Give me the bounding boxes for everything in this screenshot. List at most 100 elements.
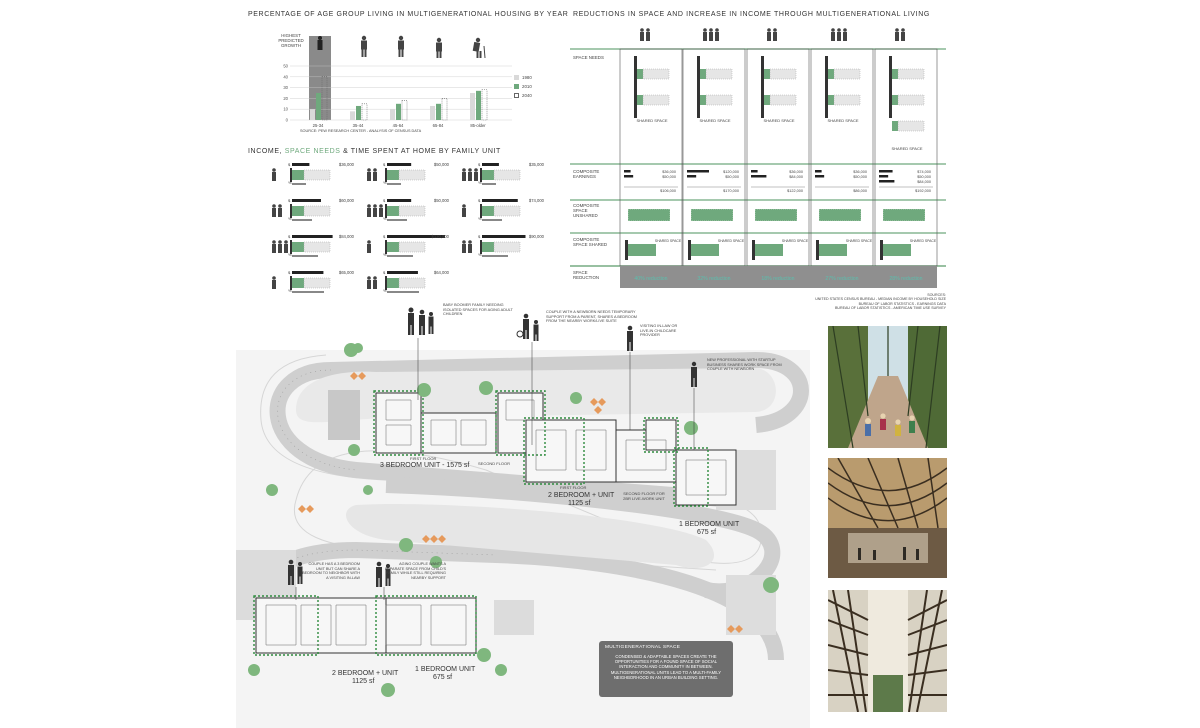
annotation-figures-icon xyxy=(288,307,697,587)
age-bar-2010 xyxy=(316,93,321,120)
dollar-mark: $ xyxy=(383,162,386,167)
age-bar-2010 xyxy=(476,90,481,120)
percent-mark: % xyxy=(383,288,387,293)
space-need-empty xyxy=(493,169,521,181)
space-need-empty xyxy=(303,277,331,289)
income-unit: $%$60,000 xyxy=(272,198,355,221)
income-bar xyxy=(292,271,324,274)
info-box: MULTIGENERATIONAL SPACE CONDENSED & ADAP… xyxy=(599,641,733,697)
label-2bed-unit-a-sf: 1125 sf xyxy=(568,500,591,507)
dollar-mark: $ xyxy=(383,234,386,239)
wall-mark xyxy=(290,240,292,254)
space-empty xyxy=(897,68,925,80)
percent-mark: % xyxy=(288,252,292,257)
earnings-value: $74,000 xyxy=(917,170,931,174)
income-unit: $%$120,000 xyxy=(367,234,450,257)
annotation-couple-newborn: COUPLE WITH A NEWBORN NEEDS TEMPORARY SU… xyxy=(546,310,637,324)
age-ytick-label: 0 xyxy=(286,118,289,123)
family-icon xyxy=(272,168,276,181)
space-need-empty xyxy=(493,205,521,217)
shared-block xyxy=(691,244,719,256)
age-ytick-label: 30 xyxy=(283,85,288,90)
family-icon xyxy=(272,276,276,289)
space-empty xyxy=(833,94,861,106)
annotation-new-professional: NEW PROFESSIONAL WITH STARTUP BUSINESS S… xyxy=(707,358,782,372)
label-2bed-unit-b-sf: 1125 sf xyxy=(352,678,375,685)
wall-mark xyxy=(480,204,482,218)
dollar-mark: $ xyxy=(383,198,386,203)
shared-space-mini-label: SHARED SPACE xyxy=(846,239,873,243)
earnings-bar xyxy=(624,175,634,178)
earnings-bar xyxy=(879,180,895,183)
space-fill xyxy=(637,95,643,105)
wall-mark xyxy=(385,240,387,254)
label-3bed-unit: 3 BEDROOM UNIT - 1575 sf xyxy=(380,462,470,469)
age-bar-1980 xyxy=(350,111,355,120)
seating-clusters xyxy=(298,372,743,633)
age-ytick-label: 40 xyxy=(283,74,288,79)
age-category-label: 35-44 xyxy=(353,123,364,128)
income-value: $36,000 xyxy=(339,162,355,167)
shared-wall xyxy=(625,240,628,260)
age-ytick-label: 50 xyxy=(283,64,288,69)
earnings-total: $170,000 xyxy=(723,189,739,193)
space-need-fill xyxy=(387,242,399,252)
family-icon xyxy=(462,204,466,217)
income-value: $74,000 xyxy=(529,198,545,203)
income-unit: $%$50,000 xyxy=(367,162,450,185)
percent-mark: % xyxy=(288,216,292,221)
family-icon xyxy=(367,168,377,181)
income-unit: $%$64,000 xyxy=(367,270,450,293)
dollar-mark: $ xyxy=(383,270,386,275)
space-fill xyxy=(828,95,834,105)
family-icon xyxy=(367,240,371,253)
label-second-floor-a: SECOND FLOOR xyxy=(478,461,511,466)
label-1bed-unit-b: 1 BEDROOM UNIT xyxy=(415,666,476,673)
unshared-block xyxy=(691,209,733,221)
percent-mark: % xyxy=(478,216,482,221)
shared-wall xyxy=(752,240,755,260)
income-bar xyxy=(482,163,499,166)
label-1bed-unit-b-sf: 675 sf xyxy=(433,674,453,681)
income-unit: $%$74,000 xyxy=(462,198,545,221)
shared-wall xyxy=(688,240,691,260)
space-need-empty xyxy=(303,169,331,181)
shared-space-mini-label: SHARED SPACE xyxy=(782,239,809,243)
time-bar xyxy=(387,291,419,293)
earnings-total: $192,000 xyxy=(915,189,931,193)
unshared-block xyxy=(628,209,670,221)
income-grid: $%$36,000$%$60,000$%$84,000$%$65,000$%$5… xyxy=(272,162,545,293)
income-bar xyxy=(482,199,518,202)
row-label-reduction: SPACE REDUCTION xyxy=(573,270,600,280)
space-empty xyxy=(769,68,797,80)
wall-mark xyxy=(385,204,387,218)
earnings-bar xyxy=(624,170,631,173)
time-bar xyxy=(482,183,496,185)
label-2bed-unit-a: 2 BEDROOM + UNIT xyxy=(548,492,615,499)
earnings-bar xyxy=(815,175,825,178)
percent-mark: % xyxy=(478,180,482,185)
annotation-couple-3bed: COUPLE HAS A 3 BEDROOM UNIT BUT CAN SHAR… xyxy=(302,562,360,580)
percent-mark: % xyxy=(478,252,482,257)
space-need-fill xyxy=(292,242,304,252)
space-wall xyxy=(761,56,764,118)
space-empty xyxy=(642,68,670,80)
shared-wall xyxy=(816,240,819,260)
shared-block xyxy=(883,244,911,256)
time-bar xyxy=(292,291,324,293)
income-unit: $%$90,000 xyxy=(462,234,545,257)
shared-space-mini-label: SHARED SPACE xyxy=(910,239,937,243)
age-bar-2040 xyxy=(481,89,488,121)
earnings-value: $50,000 xyxy=(853,175,867,179)
dollar-mark: $ xyxy=(478,162,481,167)
space-need-fill xyxy=(387,278,399,288)
age-chart-title: PERCENTAGE OF AGE GROUP LIVING IN MULTIG… xyxy=(248,11,569,18)
space-fill xyxy=(828,69,834,79)
space-wall xyxy=(697,56,700,118)
earnings-value: $84,000 xyxy=(917,180,931,184)
space-fill xyxy=(637,69,643,79)
time-bar xyxy=(292,255,318,257)
earnings-value: $50,000 xyxy=(662,175,676,179)
earnings-bar xyxy=(687,175,697,178)
